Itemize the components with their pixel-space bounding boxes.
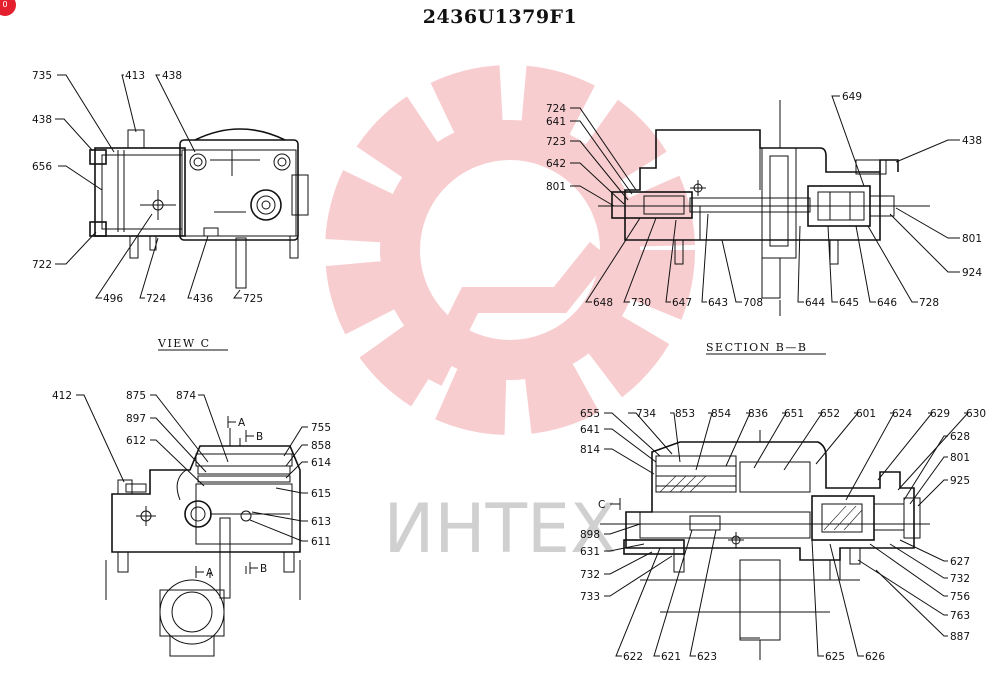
side-view-leaders <box>76 394 308 542</box>
label-648: 648 <box>593 297 613 309</box>
label-644: 644 <box>805 297 825 309</box>
label-925: 925 <box>950 475 970 487</box>
label-836: 836 <box>748 408 768 420</box>
label-623: 623 <box>697 651 717 663</box>
label-629: 629 <box>930 408 950 420</box>
section-bb-leaders <box>570 95 960 303</box>
section-aa-drawing <box>600 430 930 660</box>
label-708: 708 <box>743 297 763 309</box>
watermark-gear-logo <box>325 65 695 435</box>
label-631: 631 <box>580 546 600 558</box>
view-c-labels: 735 413 438 438 656 722 496 724 436 725 <box>32 70 263 305</box>
section-mark-b-top: B <box>256 431 263 443</box>
label-413: 413 <box>125 70 145 82</box>
label-732-right: 732 <box>950 573 970 585</box>
label-887: 887 <box>950 631 970 643</box>
label-641-bb: 641 <box>546 116 566 128</box>
label-897: 897 <box>126 413 146 425</box>
label-801-aa: 801 <box>950 452 970 464</box>
label-625: 625 <box>825 651 845 663</box>
label-626: 626 <box>865 651 885 663</box>
label-643: 643 <box>708 297 728 309</box>
side-view-section-marks: A B A B <box>195 416 267 579</box>
label-724-bb: 724 <box>546 103 566 115</box>
label-646: 646 <box>877 297 897 309</box>
section-mark-c: C <box>598 499 605 511</box>
side-view-drawing <box>105 428 301 657</box>
label-641-aa: 641 <box>580 424 600 436</box>
label-628: 628 <box>950 431 970 443</box>
label-656: 656 <box>32 161 52 173</box>
label-624: 624 <box>892 408 912 420</box>
label-924: 924 <box>962 267 982 279</box>
label-438-left: 438 <box>32 114 52 126</box>
label-651: 651 <box>784 408 804 420</box>
label-630: 630 <box>966 408 986 420</box>
section-mark-b-bottom: B <box>260 563 267 575</box>
label-655: 655 <box>580 408 600 420</box>
drawing-title: 2436U1379F1 <box>422 6 578 28</box>
label-735: 735 <box>32 70 52 82</box>
label-642: 642 <box>546 158 566 170</box>
label-438-top: 438 <box>162 70 182 82</box>
label-875: 875 <box>126 390 146 402</box>
view-c-drawing <box>89 128 309 289</box>
label-728: 728 <box>919 297 939 309</box>
label-649: 649 <box>842 91 862 103</box>
label-734: 734 <box>636 408 656 420</box>
label-732-left: 732 <box>580 569 600 581</box>
section-mark-a-top: A <box>238 417 246 429</box>
label-601: 601 <box>856 408 876 420</box>
section-aa-labels: 655 734 853 854 836 651 652 601 624 629 … <box>580 408 986 663</box>
label-725: 725 <box>243 293 263 305</box>
view-c-leaders <box>55 74 242 299</box>
label-801-bb-left: 801 <box>546 181 566 193</box>
label-854: 854 <box>711 408 731 420</box>
corner-badge: 0 <box>0 0 16 16</box>
label-874: 874 <box>176 390 196 402</box>
label-814: 814 <box>580 444 600 456</box>
label-647: 647 <box>672 297 692 309</box>
label-496: 496 <box>103 293 123 305</box>
label-611: 611 <box>311 536 331 548</box>
label-724: 724 <box>146 293 166 305</box>
label-615: 615 <box>311 488 331 500</box>
label-898: 898 <box>580 529 600 541</box>
label-756: 756 <box>950 591 970 603</box>
label-438-bb: 438 <box>962 135 982 147</box>
section-bb-labels: 724 641 723 642 801 649 438 801 924 648 … <box>546 91 982 309</box>
label-412: 412 <box>52 390 72 402</box>
label-645: 645 <box>839 297 859 309</box>
section-aa-mark: C <box>598 498 621 511</box>
section-mark-a-bottom: A <box>206 567 214 579</box>
label-722: 722 <box>32 259 52 271</box>
watermark-text: ИНТЕХ <box>383 490 616 569</box>
label-755: 755 <box>311 422 331 434</box>
side-view-labels: 412 875 874 897 612 755 858 614 615 613 … <box>52 390 331 548</box>
label-613: 613 <box>311 516 331 528</box>
label-733: 733 <box>580 591 600 603</box>
label-730: 730 <box>631 297 651 309</box>
label-622: 622 <box>623 651 643 663</box>
section-bb-drawing <box>598 100 930 316</box>
label-621: 621 <box>661 651 681 663</box>
label-627: 627 <box>950 556 970 568</box>
label-652: 652 <box>820 408 840 420</box>
label-612: 612 <box>126 435 146 447</box>
label-853: 853 <box>675 408 695 420</box>
label-723: 723 <box>546 136 566 148</box>
label-436: 436 <box>193 293 213 305</box>
view-c-caption: VIEW C <box>157 337 211 350</box>
section-bb-caption: SECTION B—B <box>706 341 807 354</box>
label-763: 763 <box>950 610 970 622</box>
label-801-bb-right: 801 <box>962 233 982 245</box>
label-614: 614 <box>311 457 331 469</box>
label-858: 858 <box>311 440 331 452</box>
section-aa-leaders <box>604 412 970 657</box>
